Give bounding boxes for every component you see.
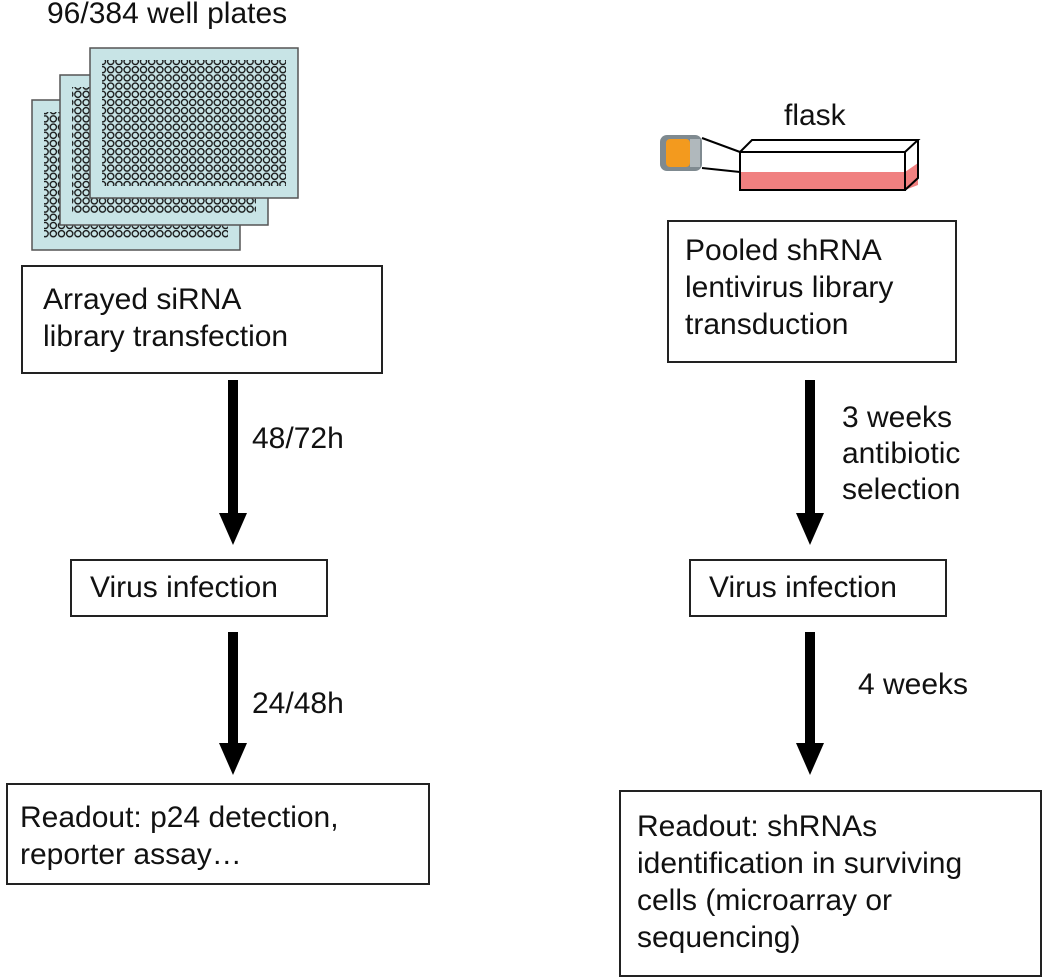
right-virus-infection-box: Virus infection: [689, 559, 947, 617]
right-readout-line-4: sequencing): [637, 921, 801, 954]
well-plates-label: 96/384 well plates: [47, 0, 288, 30]
arrayed-sirna-box: Arrayed siRNA library transfection: [21, 265, 383, 374]
pooled-shrna-line-3: transduction: [685, 308, 849, 341]
left-arrow-1-label: 48/72h: [252, 422, 344, 455]
right-arrow-1-line-2: antibiotic: [842, 437, 961, 470]
left-virus-infection-box: Virus infection: [70, 559, 328, 617]
right-readout-line-1: Readout: shRNAs: [637, 810, 878, 843]
right-arrow-2-label: 4 weeks: [858, 668, 969, 701]
right-arrow-1-label: 3 weeks antibiotic selection: [842, 400, 960, 508]
right-arrow-1-line-3: selection: [842, 473, 961, 506]
right-virus-infection-label: Virus infection: [709, 571, 897, 604]
right-arrow-1-line-1: 3 weeks: [842, 401, 953, 434]
right-readout-line-2: identification in surviving: [637, 847, 963, 880]
left-arrow-2-label: 24/48h: [252, 687, 344, 720]
right-readout-box: Readout: shRNAs identification in surviv…: [619, 790, 1042, 977]
right-readout-line-3: cells (microarray or: [637, 884, 893, 917]
pooled-shrna-box: Pooled shRNA lentivirus library transduc…: [667, 220, 957, 363]
left-readout-line-1: Readout: p24 detection,: [20, 801, 339, 834]
pooled-shrna-line-2: lentivirus library: [685, 271, 894, 304]
left-readout-line-2: reporter assay…: [20, 838, 242, 871]
arrayed-sirna-line-2: library transfection: [43, 320, 289, 353]
pooled-shrna-line-1: Pooled shRNA: [685, 234, 882, 267]
left-virus-infection-label: Virus infection: [90, 571, 278, 604]
left-readout-box: Readout: p24 detection, reporter assay…: [6, 783, 430, 885]
flask-label: flask: [784, 99, 846, 132]
arrayed-sirna-line-1: Arrayed siRNA: [43, 283, 242, 316]
